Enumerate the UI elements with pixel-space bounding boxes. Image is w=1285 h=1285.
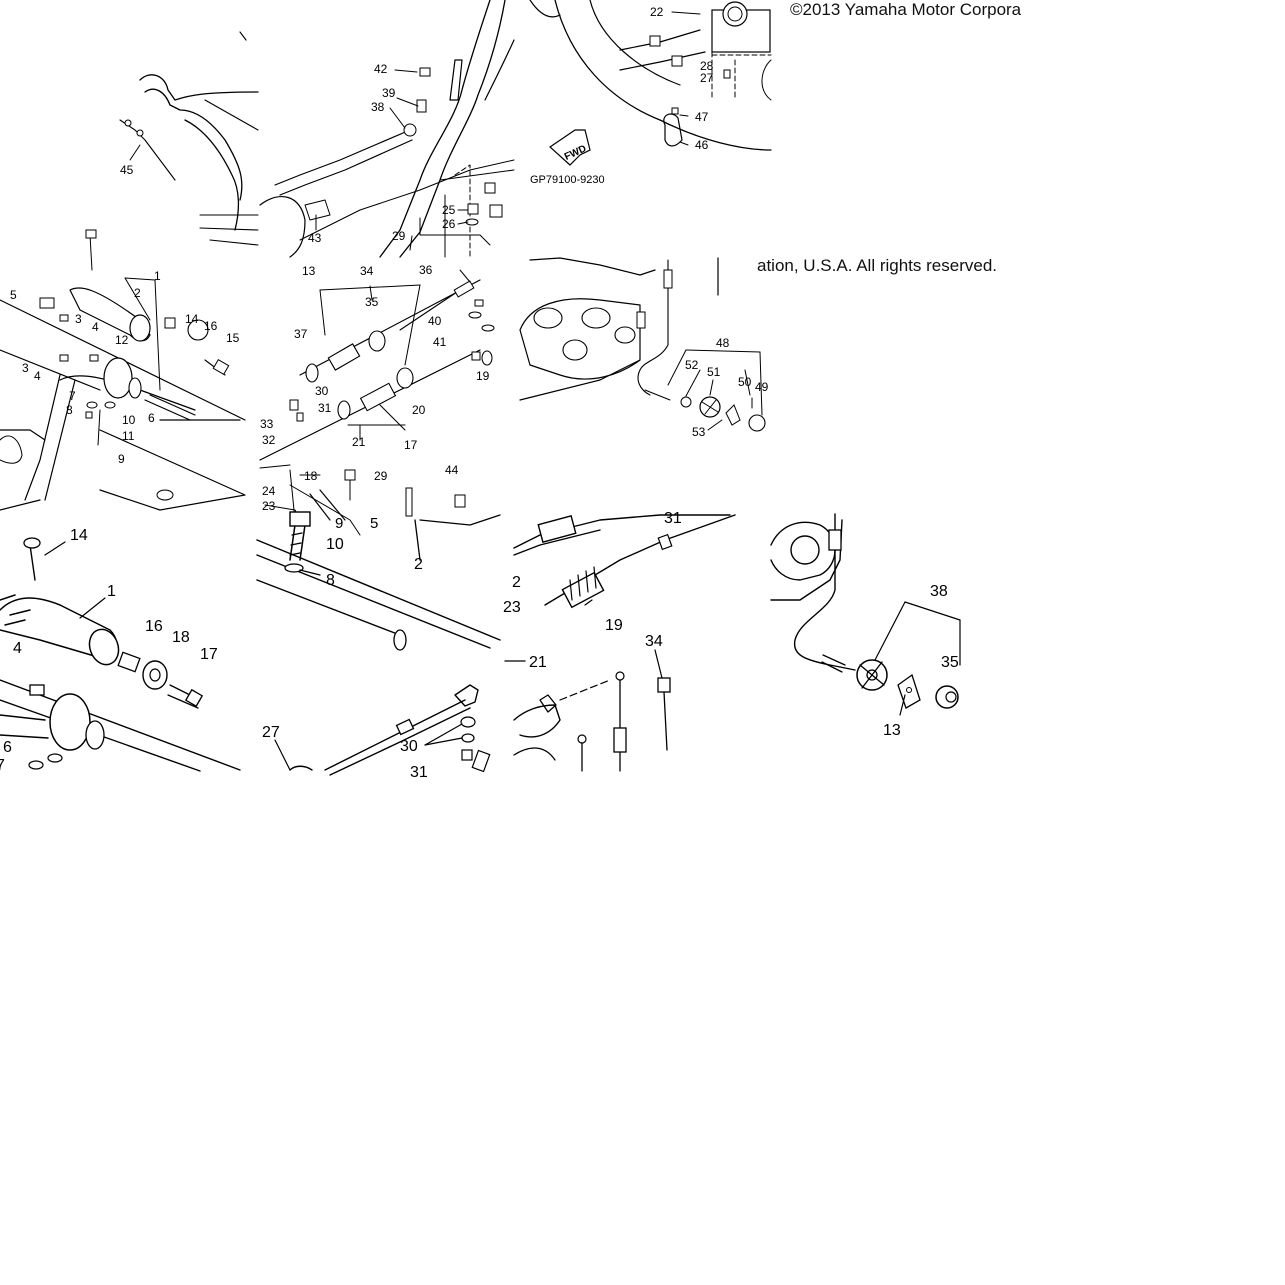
callout-10b: 10 bbox=[326, 536, 344, 553]
callout-37: 37 bbox=[294, 327, 308, 341]
callout-10: 10 bbox=[122, 413, 136, 427]
tile-engine-knob: 48 52 51 50 49 53 bbox=[519, 257, 769, 439]
callout-2b: 2 bbox=[414, 556, 423, 573]
callout-38: 38 bbox=[371, 100, 385, 114]
callout-28: 28 bbox=[700, 59, 714, 73]
callout-15: 15 bbox=[226, 331, 240, 345]
callout-9b: 9 bbox=[335, 515, 343, 532]
callout-3b: 3 bbox=[22, 361, 29, 375]
callout-19: 19 bbox=[476, 369, 490, 383]
callout-26: 26 bbox=[442, 217, 456, 231]
callout-48: 48 bbox=[716, 336, 730, 350]
callout-33: 33 bbox=[260, 417, 274, 431]
callout-18: 18 bbox=[304, 469, 318, 483]
tile-throttle-cables: 42 39 38 43 29 25 26 13 bbox=[259, 0, 515, 278]
callout-18b: 18 bbox=[172, 629, 190, 646]
callout-5: 5 bbox=[10, 288, 17, 302]
tile-zoomed-bolt: 10 8 2 27 30 31 bbox=[256, 511, 501, 781]
callout-29b: 29 bbox=[374, 469, 388, 483]
callout-2c: 2 bbox=[512, 574, 521, 591]
callout-12: 12 bbox=[115, 333, 129, 347]
callout-29: 29 bbox=[392, 229, 406, 243]
callout-35b: 35 bbox=[941, 654, 959, 671]
callout-19b: 19 bbox=[605, 617, 623, 634]
callout-7: 7 bbox=[69, 389, 76, 403]
callout-17: 17 bbox=[404, 438, 418, 452]
callout-23: 23 bbox=[262, 499, 276, 513]
callout-3: 3 bbox=[75, 312, 82, 326]
callout-27b: 27 bbox=[262, 724, 280, 741]
callout-22: 22 bbox=[650, 5, 664, 19]
callout-31: 31 bbox=[318, 401, 332, 415]
callout-42: 42 bbox=[374, 62, 388, 76]
callout-41: 41 bbox=[433, 335, 447, 349]
callout-8: 8 bbox=[66, 403, 73, 417]
callout-21b: 21 bbox=[529, 654, 547, 671]
callout-30: 30 bbox=[315, 384, 329, 398]
callout-35: 35 bbox=[365, 295, 379, 309]
tile-throttle-body: FWD GP79100-9230 22 28 27 47 46 bbox=[529, 0, 772, 186]
callout-32: 32 bbox=[262, 433, 276, 447]
callout-49: 49 bbox=[755, 380, 769, 394]
callout-25: 25 bbox=[442, 203, 456, 217]
callout-16: 16 bbox=[204, 319, 218, 333]
callout-30b: 30 bbox=[400, 738, 418, 755]
callout-4: 4 bbox=[92, 320, 99, 334]
callout-1b: 1 bbox=[107, 583, 116, 600]
callout-4c: 4 bbox=[13, 640, 22, 657]
tile-grip-assembly: 1 2 5 3 4 12 14 16 15 3 4 7 8 10 11 6 9 bbox=[0, 229, 246, 511]
diagram-code: GP79100-9230 bbox=[530, 174, 605, 186]
callout-34: 34 bbox=[360, 264, 374, 278]
callout-44: 44 bbox=[445, 463, 459, 477]
callout-6b: 6 bbox=[3, 739, 12, 756]
callout-36: 36 bbox=[419, 263, 433, 277]
callout-2: 2 bbox=[134, 286, 141, 300]
copyright-line-2: ation, U.S.A. All rights reserved. bbox=[757, 256, 997, 275]
callout-53: 53 bbox=[692, 425, 706, 439]
callout-27: 27 bbox=[700, 71, 714, 85]
callout-6: 6 bbox=[148, 411, 155, 425]
callout-1: 1 bbox=[154, 269, 161, 283]
callout-51: 51 bbox=[707, 365, 721, 379]
tile-zoomed-knob: 38 35 13 bbox=[770, 513, 961, 739]
callout-7b: 7 bbox=[0, 757, 5, 774]
tile-zoomed-grip: 14 1 4 16 18 17 6 7 bbox=[0, 527, 241, 774]
callout-52: 52 bbox=[685, 358, 699, 372]
callout-4b: 4 bbox=[34, 369, 41, 383]
callout-9: 9 bbox=[118, 452, 125, 466]
callout-8b: 8 bbox=[326, 572, 335, 589]
callout-11: 11 bbox=[122, 429, 135, 443]
callout-5b: 5 bbox=[370, 515, 378, 532]
callout-43: 43 bbox=[308, 231, 322, 245]
copyright-line-1: ©2013 Yamaha Motor Corpora bbox=[790, 0, 1022, 19]
callout-13: 13 bbox=[302, 264, 316, 278]
callout-38b: 38 bbox=[930, 583, 948, 600]
callout-13b: 13 bbox=[883, 722, 901, 739]
tile-handlebar-grip: 45 bbox=[119, 31, 259, 246]
callout-46: 46 bbox=[695, 138, 709, 152]
callout-39: 39 bbox=[382, 86, 396, 100]
callout-21: 21 bbox=[352, 435, 366, 449]
callout-20: 20 bbox=[412, 403, 426, 417]
tile-zoomed-cable-boot: 31 2 23 19 21 34 bbox=[503, 510, 736, 772]
callout-23b: 23 bbox=[503, 599, 521, 616]
callout-45: 45 bbox=[120, 163, 134, 177]
callout-40: 40 bbox=[428, 314, 442, 328]
callout-50: 50 bbox=[738, 375, 752, 389]
callout-34b: 34 bbox=[645, 633, 663, 650]
callout-47: 47 bbox=[695, 110, 709, 124]
callout-31b: 31 bbox=[410, 764, 428, 781]
callout-17b: 17 bbox=[200, 646, 218, 663]
callout-31c: 31 bbox=[664, 510, 682, 527]
callout-24: 24 bbox=[262, 484, 276, 498]
callout-14: 14 bbox=[185, 312, 199, 326]
callout-14b: 14 bbox=[70, 527, 88, 544]
tile-cable-exploded: 34 36 35 37 40 41 19 20 30 31 33 32 21 1… bbox=[259, 263, 495, 536]
callout-16b: 16 bbox=[145, 618, 163, 635]
